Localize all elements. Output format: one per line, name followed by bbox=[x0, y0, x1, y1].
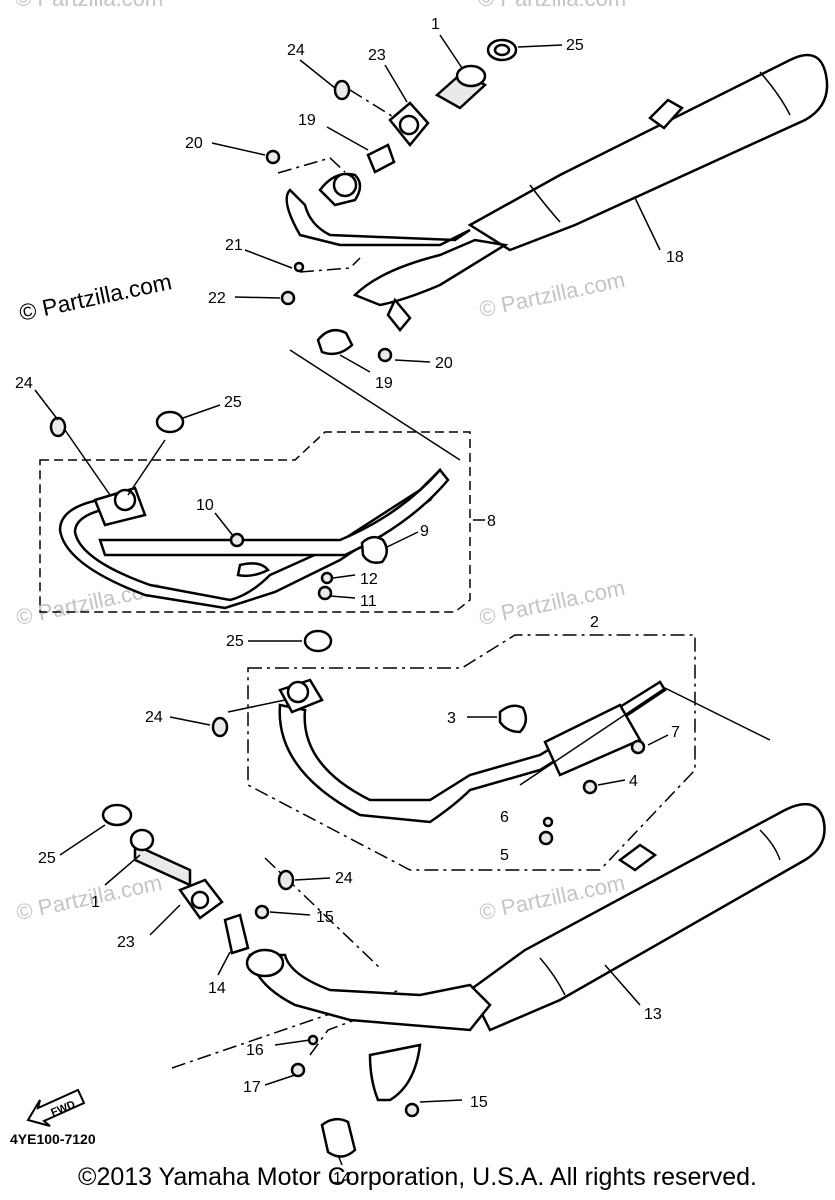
callout-label: 18 bbox=[666, 249, 684, 266]
callout-label: 1 bbox=[91, 894, 100, 911]
callout-label: 10 bbox=[196, 497, 214, 514]
diagram-code: 4YE100-7120 bbox=[10, 1131, 96, 1147]
callout-label: 22 bbox=[208, 290, 226, 307]
callout-label: 3 bbox=[447, 710, 456, 727]
callout-label: 24 bbox=[145, 709, 163, 726]
callout-label: 8 bbox=[487, 513, 496, 530]
assembly-2 bbox=[211, 629, 696, 871]
assembly-8 bbox=[39, 410, 471, 613]
callout-label: 24 bbox=[335, 870, 353, 887]
callout-label: 7 bbox=[671, 724, 680, 741]
callout-label: 6 bbox=[500, 809, 509, 826]
fwd-arrow-icon: FWD bbox=[26, 1088, 86, 1127]
callout-label: 19 bbox=[375, 375, 393, 392]
callout-label: 23 bbox=[117, 934, 135, 951]
callout-label: 17 bbox=[243, 1079, 261, 1096]
callout-label: 25 bbox=[566, 37, 584, 54]
callout-label: 16 bbox=[246, 1042, 264, 1059]
callout-label: 5 bbox=[500, 847, 509, 864]
callout-label: 2 bbox=[590, 614, 599, 631]
callout-label: 25 bbox=[226, 633, 244, 650]
callout-label: 20 bbox=[185, 135, 203, 152]
copyright-notice: ©2013 Yamaha Motor Corporation, U.S.A. A… bbox=[78, 1163, 757, 1191]
callout-label: 4 bbox=[629, 773, 638, 790]
callout-label: 11 bbox=[360, 593, 377, 610]
callout-label: 19 bbox=[298, 112, 316, 129]
callout-label: 25 bbox=[38, 850, 56, 867]
callout-label: 25 bbox=[224, 394, 242, 411]
callout-label: 14 bbox=[333, 1170, 351, 1187]
muffler-right bbox=[285, 53, 829, 332]
callout-label: 24 bbox=[15, 375, 33, 392]
muffler-lower bbox=[101, 802, 826, 1158]
callout-label: 14 bbox=[208, 980, 226, 997]
small-parts-top bbox=[265, 38, 518, 363]
callout-label: 15 bbox=[470, 1094, 488, 1111]
callout-label: 20 bbox=[435, 355, 453, 372]
callout-label: 1 bbox=[431, 16, 440, 33]
callouts: 1 25 24 23 19 20 18 21 22 20 19 24 25 10… bbox=[15, 16, 684, 1187]
leader-lines bbox=[34, 34, 771, 1166]
callout-label: 21 bbox=[225, 237, 243, 254]
callout-label: 15 bbox=[316, 909, 334, 926]
callout-label: 9 bbox=[420, 523, 429, 540]
watermark: © Partzilla.com bbox=[478, 0, 626, 12]
callout-label: 24 bbox=[287, 42, 305, 59]
callout-label: 12 bbox=[360, 571, 378, 588]
watermark: © Partzilla.com bbox=[15, 0, 163, 12]
callout-label: 13 bbox=[644, 1006, 662, 1023]
callout-label: 23 bbox=[368, 47, 386, 64]
